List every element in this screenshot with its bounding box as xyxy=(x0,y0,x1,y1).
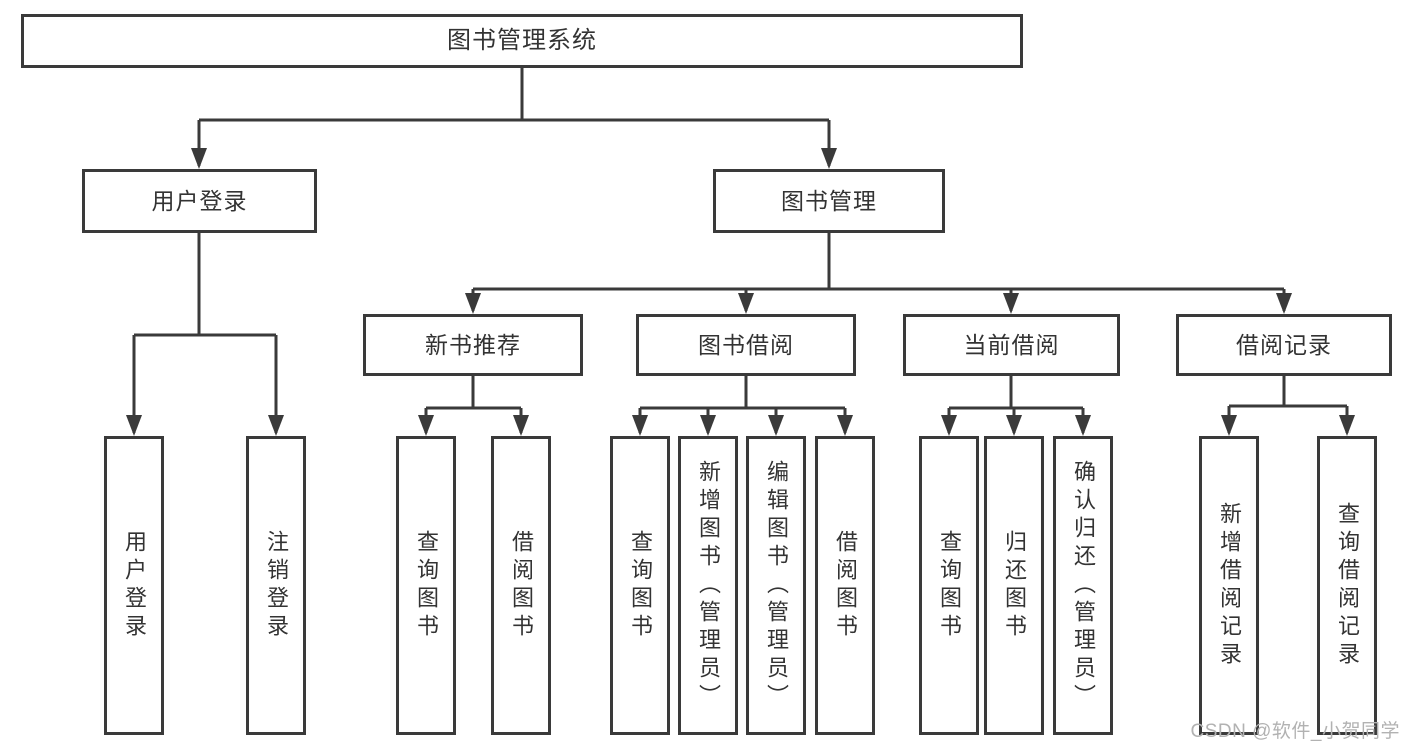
leaf-logout-label: 注销登录 xyxy=(264,529,289,642)
arrowhead-icon xyxy=(1221,415,1237,436)
leaf-user-login-label: 用户登录 xyxy=(122,529,147,642)
node-current-borrow: 当前借阅 xyxy=(903,314,1120,376)
leaf-query-books-current-label: 查询图书 xyxy=(937,529,962,642)
leaf-user-login: 用户登录 xyxy=(104,436,164,735)
node-book-borrow-label: 图书借阅 xyxy=(698,331,794,358)
leaf-query-books-borrow: 查询图书 xyxy=(610,436,670,735)
node-new-book-recommend-label: 新书推荐 xyxy=(425,331,521,358)
leaf-query-books-recommend: 查询图书 xyxy=(396,436,456,735)
node-user-login: 用户登录 xyxy=(82,169,317,233)
leaf-add-books-admin-label: 新增图书（管理员） xyxy=(696,459,721,712)
arrowhead-icon xyxy=(1003,293,1019,314)
arrowhead-icon xyxy=(1339,415,1355,436)
arrowhead-icon xyxy=(513,415,529,436)
arrowhead-icon xyxy=(837,415,853,436)
leaf-edit-books-admin: 编辑图书（管理员） xyxy=(746,436,806,735)
arrowhead-icon xyxy=(418,415,434,436)
leaf-borrow-books-recommend-label: 借阅图书 xyxy=(509,529,534,642)
node-borrow-records: 借阅记录 xyxy=(1176,314,1392,376)
leaf-logout: 注销登录 xyxy=(246,436,306,735)
node-book-management: 图书管理 xyxy=(713,169,945,233)
arrowhead-icon xyxy=(768,415,784,436)
connector-root xyxy=(197,68,831,166)
leaf-add-books-admin: 新增图书（管理员） xyxy=(678,436,738,735)
leaf-borrow-books-recommend: 借阅图书 xyxy=(491,436,551,735)
node-root-label: 图书管理系统 xyxy=(447,27,597,54)
arrowhead-icon xyxy=(126,415,142,436)
leaf-confirm-return-admin-label: 确认归还（管理员） xyxy=(1071,459,1096,712)
leaf-borrow-books: 借阅图书 xyxy=(815,436,875,735)
leaf-edit-books-admin-label: 编辑图书（管理员） xyxy=(764,459,789,712)
node-current-borrow-label: 当前借阅 xyxy=(963,331,1060,358)
node-user-login-label: 用户登录 xyxy=(151,187,248,214)
arrowhead-icon xyxy=(268,415,284,436)
arrowhead-icon xyxy=(465,293,481,314)
leaf-return-books-label: 归还图书 xyxy=(1002,529,1027,642)
connector-book-management xyxy=(471,233,1286,311)
arrowhead-icon xyxy=(821,148,837,169)
csdn-watermark: CSDN @软件_小贺同学 xyxy=(1190,721,1400,742)
node-root: 图书管理系统 xyxy=(21,14,1023,68)
leaf-query-books-recommend-label: 查询图书 xyxy=(414,529,439,642)
leaf-query-borrow-record: 查询借阅记录 xyxy=(1317,436,1377,735)
leaf-borrow-books-label: 借阅图书 xyxy=(833,529,858,642)
node-book-management-label: 图书管理 xyxy=(781,187,877,214)
leaf-query-borrow-record-label: 查询借阅记录 xyxy=(1335,501,1360,670)
leaf-query-books-current: 查询图书 xyxy=(919,436,979,735)
arrowhead-icon xyxy=(1006,415,1022,436)
connector-new-book-recommend xyxy=(424,376,523,433)
connector-user-login xyxy=(132,233,278,433)
connector-book-borrow xyxy=(638,376,847,433)
leaf-add-borrow-record-label: 新增借阅记录 xyxy=(1217,501,1242,670)
arrowhead-icon xyxy=(1276,293,1292,314)
arrowhead-icon xyxy=(700,415,716,436)
arrowhead-icon xyxy=(191,148,207,169)
node-book-borrow: 图书借阅 xyxy=(636,314,856,376)
leaf-query-books-borrow-label: 查询图书 xyxy=(628,529,653,642)
node-borrow-records-label: 借阅记录 xyxy=(1236,331,1332,358)
arrowhead-icon xyxy=(1075,415,1091,436)
arrowhead-icon xyxy=(632,415,648,436)
node-new-book-recommend: 新书推荐 xyxy=(363,314,583,376)
arrowhead-icon xyxy=(941,415,957,436)
leaf-return-books: 归还图书 xyxy=(984,436,1044,735)
leaf-add-borrow-record: 新增借阅记录 xyxy=(1199,436,1259,735)
connector-borrow-records xyxy=(1227,376,1349,433)
leaf-confirm-return-admin: 确认归还（管理员） xyxy=(1053,436,1113,735)
arrowhead-icon xyxy=(738,293,754,314)
